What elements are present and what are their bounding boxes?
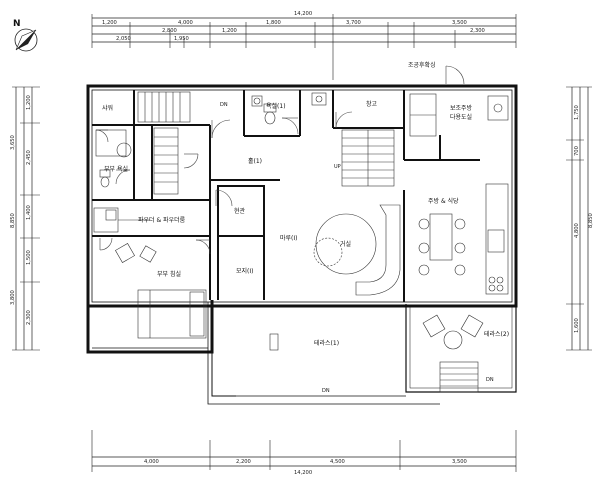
dim-top-10: 1,950 — [174, 36, 189, 42]
room-storage1: 모지(I) — [236, 267, 254, 275]
room-storage: 창고 — [366, 100, 378, 108]
dim-top-3: 1,800 — [266, 20, 281, 26]
compass-icon: N — [13, 19, 38, 52]
dim-top-4: 3,700 — [346, 20, 361, 26]
room-terrace2: 테라스(2) — [484, 330, 509, 338]
stair-dn-label: DN — [220, 102, 228, 108]
dim-top-7: 1,200 — [222, 28, 237, 34]
dim-left-1: 3,650 — [10, 135, 16, 150]
stair-up-label: UP — [334, 164, 341, 170]
room-shower: 샤워 — [102, 104, 113, 112]
dim-bottom-3: 4,500 — [330, 459, 345, 465]
room-powder: 파우더 & 파우더룸 — [138, 216, 186, 224]
room-living: 거실 — [340, 240, 351, 248]
room-kitchen-dining: 주방 & 식당 — [428, 197, 459, 205]
room-entrance: 현관 — [234, 207, 246, 215]
room-aux-kitchen-line2: 다용도실 — [450, 113, 472, 121]
dim-left-total: 8,850 — [10, 213, 16, 228]
dim-left-4: 2,450 — [26, 150, 32, 165]
room-aux-kitchen-line1: 보조주방 — [450, 104, 473, 112]
dim-right-4: 1,600 — [574, 318, 580, 333]
dim-left-6: 1,500 — [26, 250, 32, 265]
dim-left-2: 3,800 — [10, 290, 16, 305]
terrace-dn-label: DN — [322, 388, 330, 394]
dim-top-6: 2,800 — [162, 28, 177, 34]
dim-bottom-total: 14,200 — [294, 470, 312, 476]
dim-right-1: 1,750 — [574, 105, 580, 120]
room-couple-bath: 부부 욕실 — [104, 165, 128, 173]
dim-top-5: 3,500 — [452, 20, 467, 26]
dim-left-3: 1,200 — [26, 95, 32, 110]
dim-bottom-4: 3,500 — [452, 459, 467, 465]
room-hall: 홀(1) — [248, 157, 262, 165]
room-terrace1: 테라스(1) — [314, 339, 339, 347]
room-bath1: 욕실(1) — [266, 102, 286, 110]
dim-right-2: 700 — [574, 146, 580, 156]
terrace2-dn-label: DN — [486, 377, 494, 383]
dim-right-total: 8,850 — [588, 213, 594, 228]
dim-bottom-1: 4,000 — [144, 459, 159, 465]
dim-top-9: 2,050 — [116, 36, 131, 42]
dim-right-3: 4,800 — [574, 223, 580, 238]
north-label: N — [13, 19, 21, 29]
dim-top-8: 2,300 — [470, 28, 485, 34]
dim-left-7: 2,300 — [26, 310, 32, 325]
dim-top-1: 1,200 — [102, 20, 117, 26]
dim-top-total: 14,200 — [294, 11, 312, 17]
room-gongjo: 조공후확싱 — [408, 61, 436, 69]
dim-left-5: 1,400 — [26, 205, 32, 220]
dim-top-2: 4,000 — [178, 20, 193, 26]
room-master-bed: 부부 침실 — [157, 270, 181, 278]
room-maru: 마루(I) — [280, 234, 298, 242]
dim-bottom-2: 2,200 — [236, 459, 251, 465]
